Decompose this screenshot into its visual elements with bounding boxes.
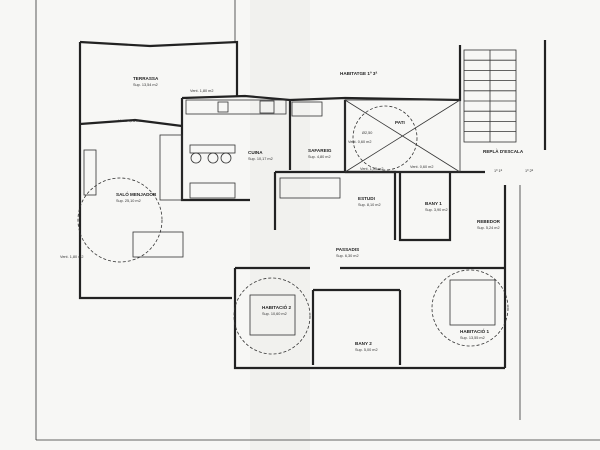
svg-text:Vent. 0,60 m2: Vent. 0,60 m2	[348, 140, 371, 144]
svg-text:PASSADIS: PASSADIS	[336, 247, 359, 252]
svg-text:HABITACIÓ 1: HABITACIÓ 1	[460, 327, 489, 334]
svg-text:Vent. 4,75 m2: Vent. 4,75 m2	[118, 119, 141, 123]
svg-text:REBEDOR: REBEDOR	[477, 219, 501, 224]
svg-text:Sup. 3,90 m2: Sup. 3,90 m2	[425, 208, 448, 212]
furniture	[83, 99, 496, 336]
svg-text:Sup. 10,60 m2: Sup. 10,60 m2	[262, 312, 287, 316]
svg-text:Vent. 1,80 m2: Vent. 1,80 m2	[190, 89, 213, 93]
svg-text:CUINA: CUINA	[248, 150, 263, 155]
svg-text:Sup. 13,54 m2: Sup. 13,54 m2	[133, 83, 158, 87]
patio	[77, 99, 509, 355]
svg-text:Sup. 5,24 m2: Sup. 5,24 m2	[477, 226, 500, 230]
svg-text:ESTUDI: ESTUDI	[358, 196, 375, 201]
svg-text:Ø2,50: Ø2,50	[362, 131, 372, 135]
svg-text:Sup. 8,10 m2: Sup. 8,10 m2	[358, 203, 381, 207]
svg-text:Sup. 5,00 m2: Sup. 5,00 m2	[355, 348, 378, 352]
svg-text:BANY 2: BANY 2	[355, 341, 372, 346]
svg-text:BANY 1: BANY 1	[425, 201, 442, 206]
svg-text:1º 2ª: 1º 2ª	[525, 169, 534, 173]
svg-text:Sup. 25,10 m2: Sup. 25,10 m2	[116, 199, 141, 203]
svg-text:HABITATGE 1º 3ª: HABITATGE 1º 3ª	[340, 71, 377, 76]
svg-text:Vent. 0,60 m2: Vent. 0,60 m2	[410, 165, 433, 169]
svg-text:Vent. 1,80 m2: Vent. 1,80 m2	[60, 255, 83, 259]
svg-text:PATI: PATI	[395, 120, 405, 125]
svg-text:Sup. 4,80 m2: Sup. 4,80 m2	[308, 155, 331, 159]
svg-text:Sup. 10,17 m2: Sup. 10,17 m2	[248, 157, 273, 161]
stairs	[463, 49, 517, 143]
svg-text:Sup. 6,30 m2: Sup. 6,30 m2	[336, 254, 359, 258]
svg-text:SALÓ MENJADOR: SALÓ MENJADOR	[116, 190, 157, 197]
walls	[78, 40, 507, 370]
labels: TERRASSA Sup. 13,54 m2 Vent. 1,80 m2 Ven…	[60, 71, 534, 352]
svg-text:Sup. 13,55 m2: Sup. 13,55 m2	[460, 336, 485, 340]
svg-text:TERRASSA: TERRASSA	[133, 76, 159, 81]
svg-text:Vent. 1,15 m2: Vent. 1,15 m2	[360, 167, 383, 171]
svg-text:SAFAREIG: SAFAREIG	[308, 148, 332, 153]
svg-text:HABITACIÓ 2: HABITACIÓ 2	[262, 303, 291, 310]
svg-text:REPLÀ D'ESCALA: REPLÀ D'ESCALA	[483, 148, 524, 154]
svg-text:1º 1ª: 1º 1ª	[494, 169, 503, 173]
